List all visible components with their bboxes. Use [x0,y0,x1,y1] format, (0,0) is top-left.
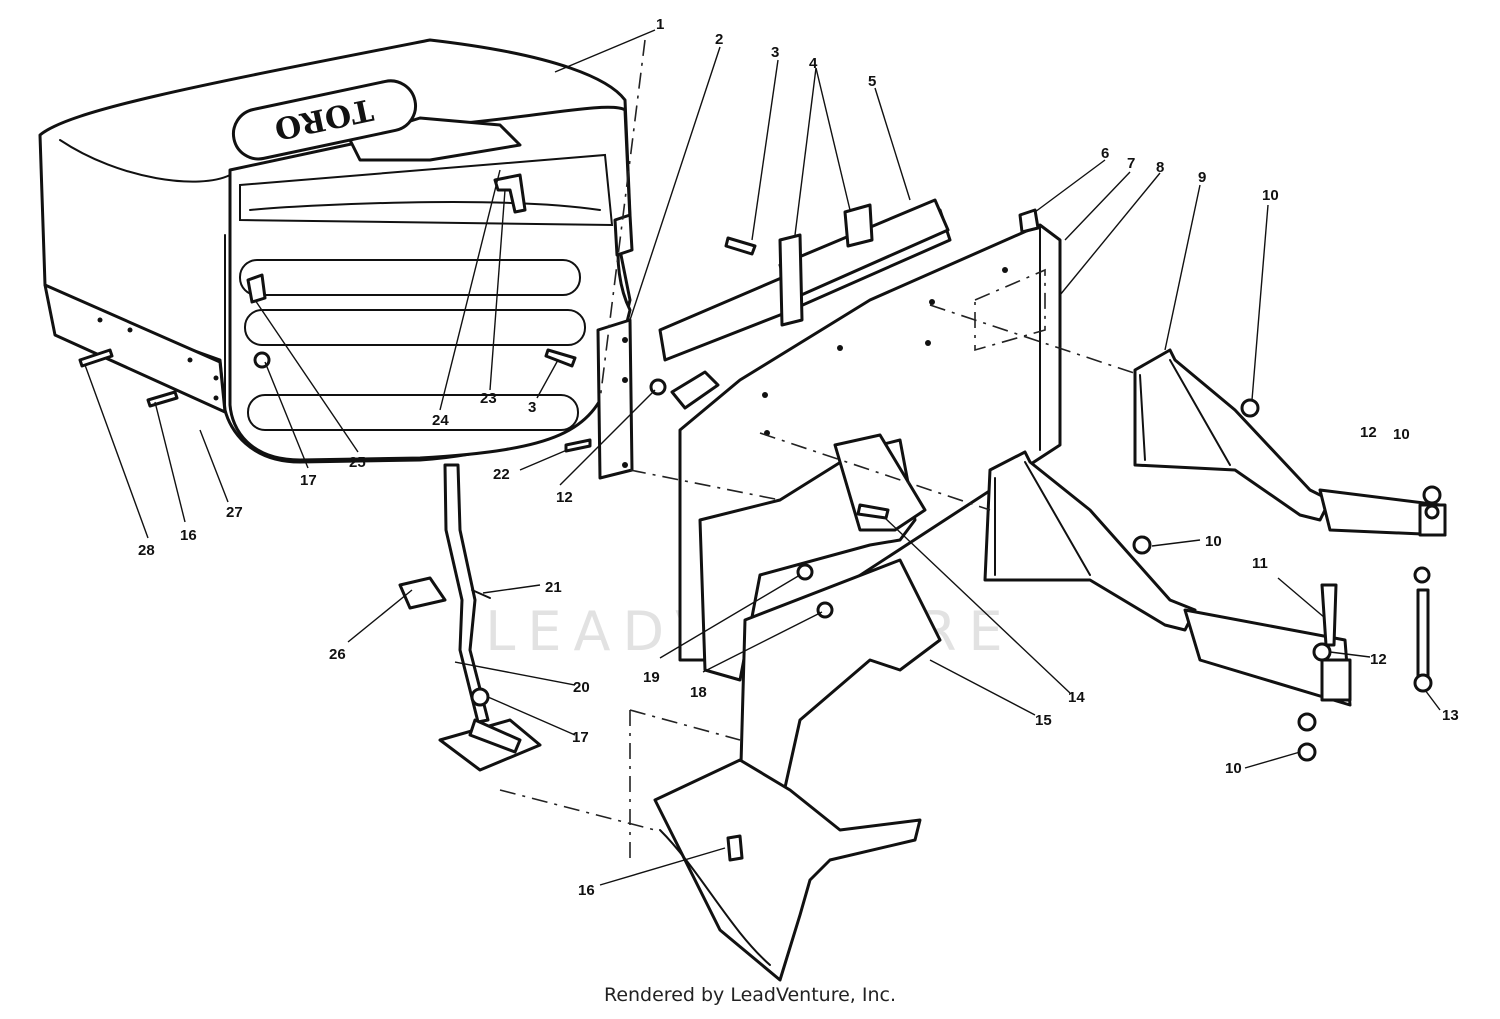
callout-20: 20 [573,679,590,696]
callout-numbers: 1 2 3 4 5 6 7 8 9 10 3 12 22 23 24 25 17… [138,16,1459,899]
callout-10-top: 10 [1262,187,1279,204]
callout-26: 26 [329,646,346,663]
callout-15: 15 [1035,712,1052,729]
callout-3-left: 3 [528,399,536,416]
callout-7: 7 [1127,155,1135,172]
deck-bracket [653,758,922,982]
callout-16-bag: 16 [180,527,197,544]
grass-bag-assembly: TORO [38,38,634,464]
callout-24: 24 [432,412,449,429]
callout-12-right: 12 [1360,424,1377,441]
callout-13: 13 [1442,707,1459,724]
upper-channel [658,198,952,362]
callout-11: 11 [1252,555,1268,572]
callout-27: 27 [226,504,243,521]
right-arm [1133,348,1447,537]
callout-10-mid: 10 [1205,533,1222,550]
callout-22: 22 [493,466,510,483]
callout-17-lever: 17 [572,729,589,746]
callout-25: 25 [349,454,366,471]
callout-14: 14 [1068,689,1085,706]
callout-23: 23 [480,390,497,407]
callout-19: 19 [643,669,660,686]
callout-9: 9 [1198,169,1206,186]
callout-16-bottom: 16 [578,882,595,899]
callout-28: 28 [138,542,155,559]
side-frame [698,433,942,812]
callout-5: 5 [868,73,876,90]
callout-10-bottom: 10 [1225,760,1242,777]
leader-lines [84,29,1441,886]
callout-18: 18 [690,684,707,701]
callout-3: 3 [771,44,779,61]
lever [398,463,542,772]
callout-1: 1 [656,16,664,33]
callout-10-right: 10 [1393,426,1410,443]
left-arm [983,450,1352,707]
callout-21: 21 [545,579,562,596]
callout-12-left: 12 [556,489,573,506]
callout-8: 8 [1156,159,1164,176]
callout-4: 4 [809,55,818,72]
callout-6: 6 [1101,145,1109,162]
callout-12-lower: 12 [1370,651,1387,668]
callout-2: 2 [715,31,723,48]
credit-text: Rendered by LeadVenture, Inc. [603,984,897,1006]
callout-17-bag: 17 [300,472,317,489]
